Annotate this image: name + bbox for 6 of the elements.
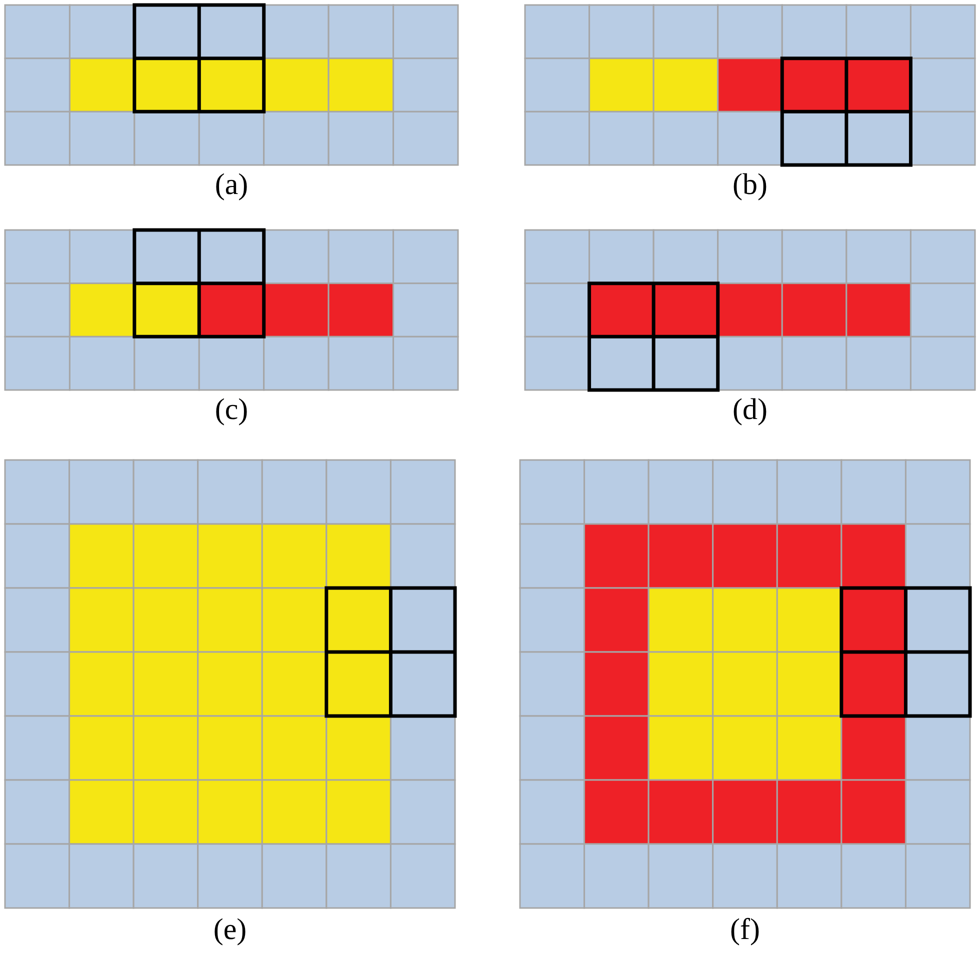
panel-label: (c) (214, 393, 248, 427)
panel-label: (f) (730, 913, 760, 947)
panel-label: (d) (732, 393, 768, 427)
panel-label: (b) (732, 168, 768, 202)
panel-label: (e) (213, 913, 247, 947)
panel-label: (a) (214, 168, 248, 202)
